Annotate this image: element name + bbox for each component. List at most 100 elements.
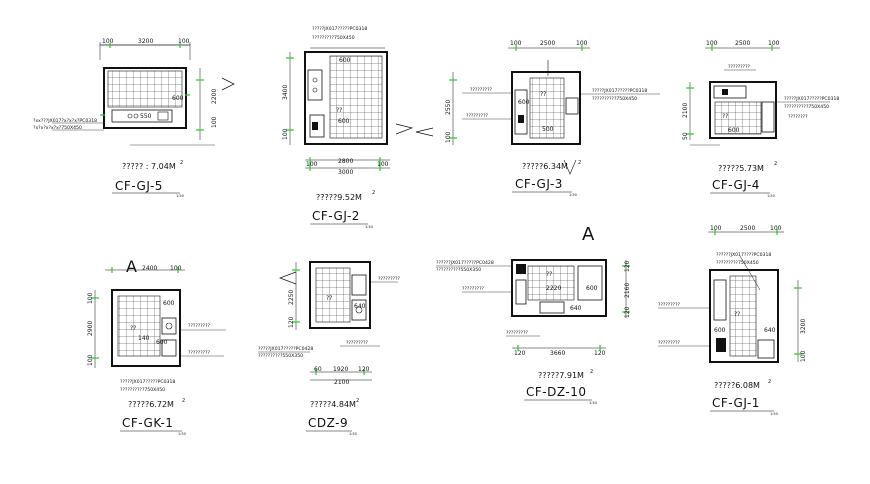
plan-cf-gj-5: 100 3200 100 600 550 2200 100 ?xx???JX01… xyxy=(33,38,235,198)
note-2: ????????? xyxy=(466,113,489,119)
label-center: ?? xyxy=(722,113,728,120)
area-label: ????? : 7.04M xyxy=(122,162,176,171)
plan-title: CF-GK-1 xyxy=(122,416,173,430)
dim-left-1: 2550 xyxy=(445,100,452,115)
label-center: ?? xyxy=(540,91,546,98)
note-1: ??????JX017????PC0318 xyxy=(716,252,771,258)
note-2: ??????????550X350 xyxy=(436,267,481,273)
dim-bottom-2: 2800 xyxy=(338,158,353,165)
area-superscript: 2 xyxy=(356,398,359,404)
plan-title: CF-GJ-4 xyxy=(712,178,760,192)
dim-bottom-1: 120 xyxy=(514,350,526,357)
dim-left-2: 50 xyxy=(682,132,689,140)
dim-right-3: 120 xyxy=(624,306,631,318)
dim-bottom-3: 120 xyxy=(594,350,606,357)
dim-right-1: 2200 xyxy=(211,89,218,104)
label-600: 600 xyxy=(714,327,726,334)
section-marker-a: A xyxy=(126,257,137,276)
note-2: ?x?x?x?x?x?750X450 xyxy=(33,125,82,131)
plan-cf-gj-4: 100 2500 100 ????????? ?? 600 2100 50 ??… xyxy=(682,40,839,198)
plan-title: CF-GJ-5 xyxy=(115,179,163,193)
label-500: 500 xyxy=(542,126,554,133)
note-4: ????????? xyxy=(506,330,529,336)
area-superscript: 2 xyxy=(590,369,593,375)
note-1: ????????? xyxy=(470,87,493,93)
note-1: ??????JX017?????PC0428 xyxy=(436,260,494,266)
note-2: ?????????750X450 xyxy=(312,35,355,41)
dim-top-2: 2400 xyxy=(142,265,157,272)
plan-scale: 1:50 xyxy=(569,193,577,197)
plan-cf-gj-1: 100 2500 100 ??????JX017????PC0318 ?????… xyxy=(658,225,807,416)
dim-bottom-2: 3660 xyxy=(550,350,565,357)
dim-top-3: 100 xyxy=(178,38,190,45)
dim-left-1: 2100 xyxy=(682,103,689,118)
area-label: ?????7.91M xyxy=(538,371,584,380)
note-1: ????????? xyxy=(728,64,751,70)
note-1: ?????JX017?????PC0318 xyxy=(312,26,367,32)
area-superscript: 2 xyxy=(182,398,185,404)
dim-bottom-3: 100 xyxy=(377,161,389,168)
plan-scale: 1:50 xyxy=(589,401,597,405)
dim-top-3: 100 xyxy=(768,40,780,47)
label-2220: 2220 xyxy=(546,285,561,292)
note-2: ?????????750X450 xyxy=(716,260,759,266)
note-4: ??????????750X450 xyxy=(120,387,165,393)
plan-cf-gj-2: ?????JX017?????PC0318 ?????????750X450 6… xyxy=(282,26,414,229)
plan-title: CF-GJ-2 xyxy=(312,209,360,223)
plan-cf-dz-10: A ??????JX017?????PC0428 ??????????550X3… xyxy=(436,224,631,405)
note-1: ?xx???JX017?x?x?x?PC0318 xyxy=(33,118,97,124)
area-superscript: 2 xyxy=(774,161,777,167)
label-640: 640 xyxy=(570,305,582,312)
label-600-b: 600 xyxy=(156,339,168,346)
dim-top-3: 100 xyxy=(576,40,588,47)
dim-bottom-4: 2100 xyxy=(334,379,349,386)
dim-top-2: 2500 xyxy=(740,225,755,232)
note-1: ????????? xyxy=(378,276,401,282)
note-4: ??????????750X450 xyxy=(592,96,637,102)
label-140: 140 xyxy=(138,335,150,342)
plan-scale: 1:50 xyxy=(176,194,184,198)
note-4: ???????? xyxy=(788,114,808,120)
area-superscript: 2 xyxy=(578,160,581,166)
label-600: 600 xyxy=(518,99,530,106)
area-superscript: 2 xyxy=(768,379,771,385)
label-center: ?? xyxy=(336,107,342,114)
dim-bottom-1: 60 xyxy=(314,366,322,373)
dim-top-1: 100 xyxy=(710,225,722,232)
label-640: 640 xyxy=(764,327,776,334)
note-3: ????????? xyxy=(462,286,485,292)
dim-bottom-3: 120 xyxy=(358,366,370,373)
note-1: ????????? xyxy=(188,323,211,329)
dim-bottom-2: 1920 xyxy=(333,366,348,373)
dim-left-1: 100 xyxy=(87,292,94,304)
note-2: ?????JX017?????PC0428 xyxy=(258,346,313,352)
dim-right-2: 2160 xyxy=(624,283,631,298)
dim-top-2: 3200 xyxy=(138,38,153,45)
label-640: 640 xyxy=(354,303,366,310)
dim-right-2: 100 xyxy=(211,116,218,128)
plan-scale: 1:50 xyxy=(770,412,778,416)
dim-bottom-1: 100 xyxy=(306,161,318,168)
note-3: ?????JX017?????PC0318 xyxy=(120,379,175,385)
dim-right-1: 3200 xyxy=(800,319,807,334)
section-marker-a: A xyxy=(582,224,595,245)
plan-scale: 1:50 xyxy=(365,225,373,229)
plan-scale: 1:50 xyxy=(178,432,186,436)
label-center: ?? xyxy=(130,325,136,332)
plan-cdz-9: 640 ?? 2250 120 ????????? ?????JX017????… xyxy=(258,261,401,436)
area-label: ?????6.72M xyxy=(128,400,174,409)
plan-cf-gj-3: 100 2500 100 600 ?? 500 2550 100 ???????… xyxy=(415,40,660,197)
note-3: ?????JX017?????PC0318 xyxy=(592,88,647,94)
label-center: ?? xyxy=(546,271,552,278)
note-2: ????????? xyxy=(188,350,211,356)
plan-title: CF-DZ-10 xyxy=(526,385,586,399)
dim-right-2: 100 xyxy=(800,350,807,362)
area-label: ?????6.34M xyxy=(522,162,568,171)
area-superscript: 2 xyxy=(180,160,183,166)
label-600-bottom: 600 xyxy=(338,118,350,125)
note-4: ????????? xyxy=(346,340,369,346)
plan-title: CF-GJ-1 xyxy=(712,396,760,410)
dim-left-2: 100 xyxy=(445,131,452,143)
dim-top-2: 2500 xyxy=(735,40,750,47)
